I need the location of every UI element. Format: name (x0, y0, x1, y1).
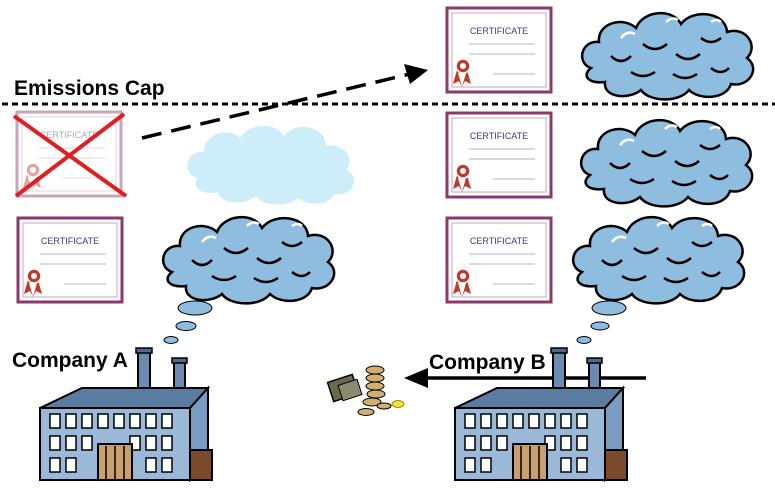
thought-bubbles-company-b (576, 300, 627, 344)
thought-bubbles-company-a (163, 300, 213, 344)
emission-cloud-company-a-icon (161, 215, 336, 305)
certificate-top-right: CERTIFICATE (445, 6, 553, 94)
emission-cloud-company-b-2-icon (571, 215, 746, 305)
emission-cloud-top-right-icon (580, 11, 755, 101)
company-b-label: Company B (429, 351, 546, 374)
certificate-transfer-arrow (141, 64, 428, 140)
certificate-text: CERTIFICATE (470, 131, 528, 141)
money-icon (326, 365, 405, 416)
emissions-cap-label: Emissions Cap (14, 77, 165, 100)
certificate-company-b-1: CERTIFICATE (445, 111, 553, 199)
company-a-label: Company A (12, 349, 128, 372)
emission-cloud-company-b-1-icon (579, 118, 754, 208)
certificate-company-b-2: CERTIFICATE (445, 216, 553, 304)
certificate-cancelled: CERTIFICATE (15, 110, 123, 198)
certificate-text: CERTIFICATE (40, 130, 98, 140)
certificate-company-a: CERTIFICATE (16, 216, 124, 304)
certificate-text: CERTIFICATE (470, 26, 528, 36)
certificate-text: CERTIFICATE (41, 236, 99, 246)
reduced-emission-cloud-icon (187, 125, 355, 205)
certificate-text: CERTIFICATE (470, 236, 528, 246)
cross-icon (12, 112, 128, 198)
payment-arrow (404, 368, 646, 388)
